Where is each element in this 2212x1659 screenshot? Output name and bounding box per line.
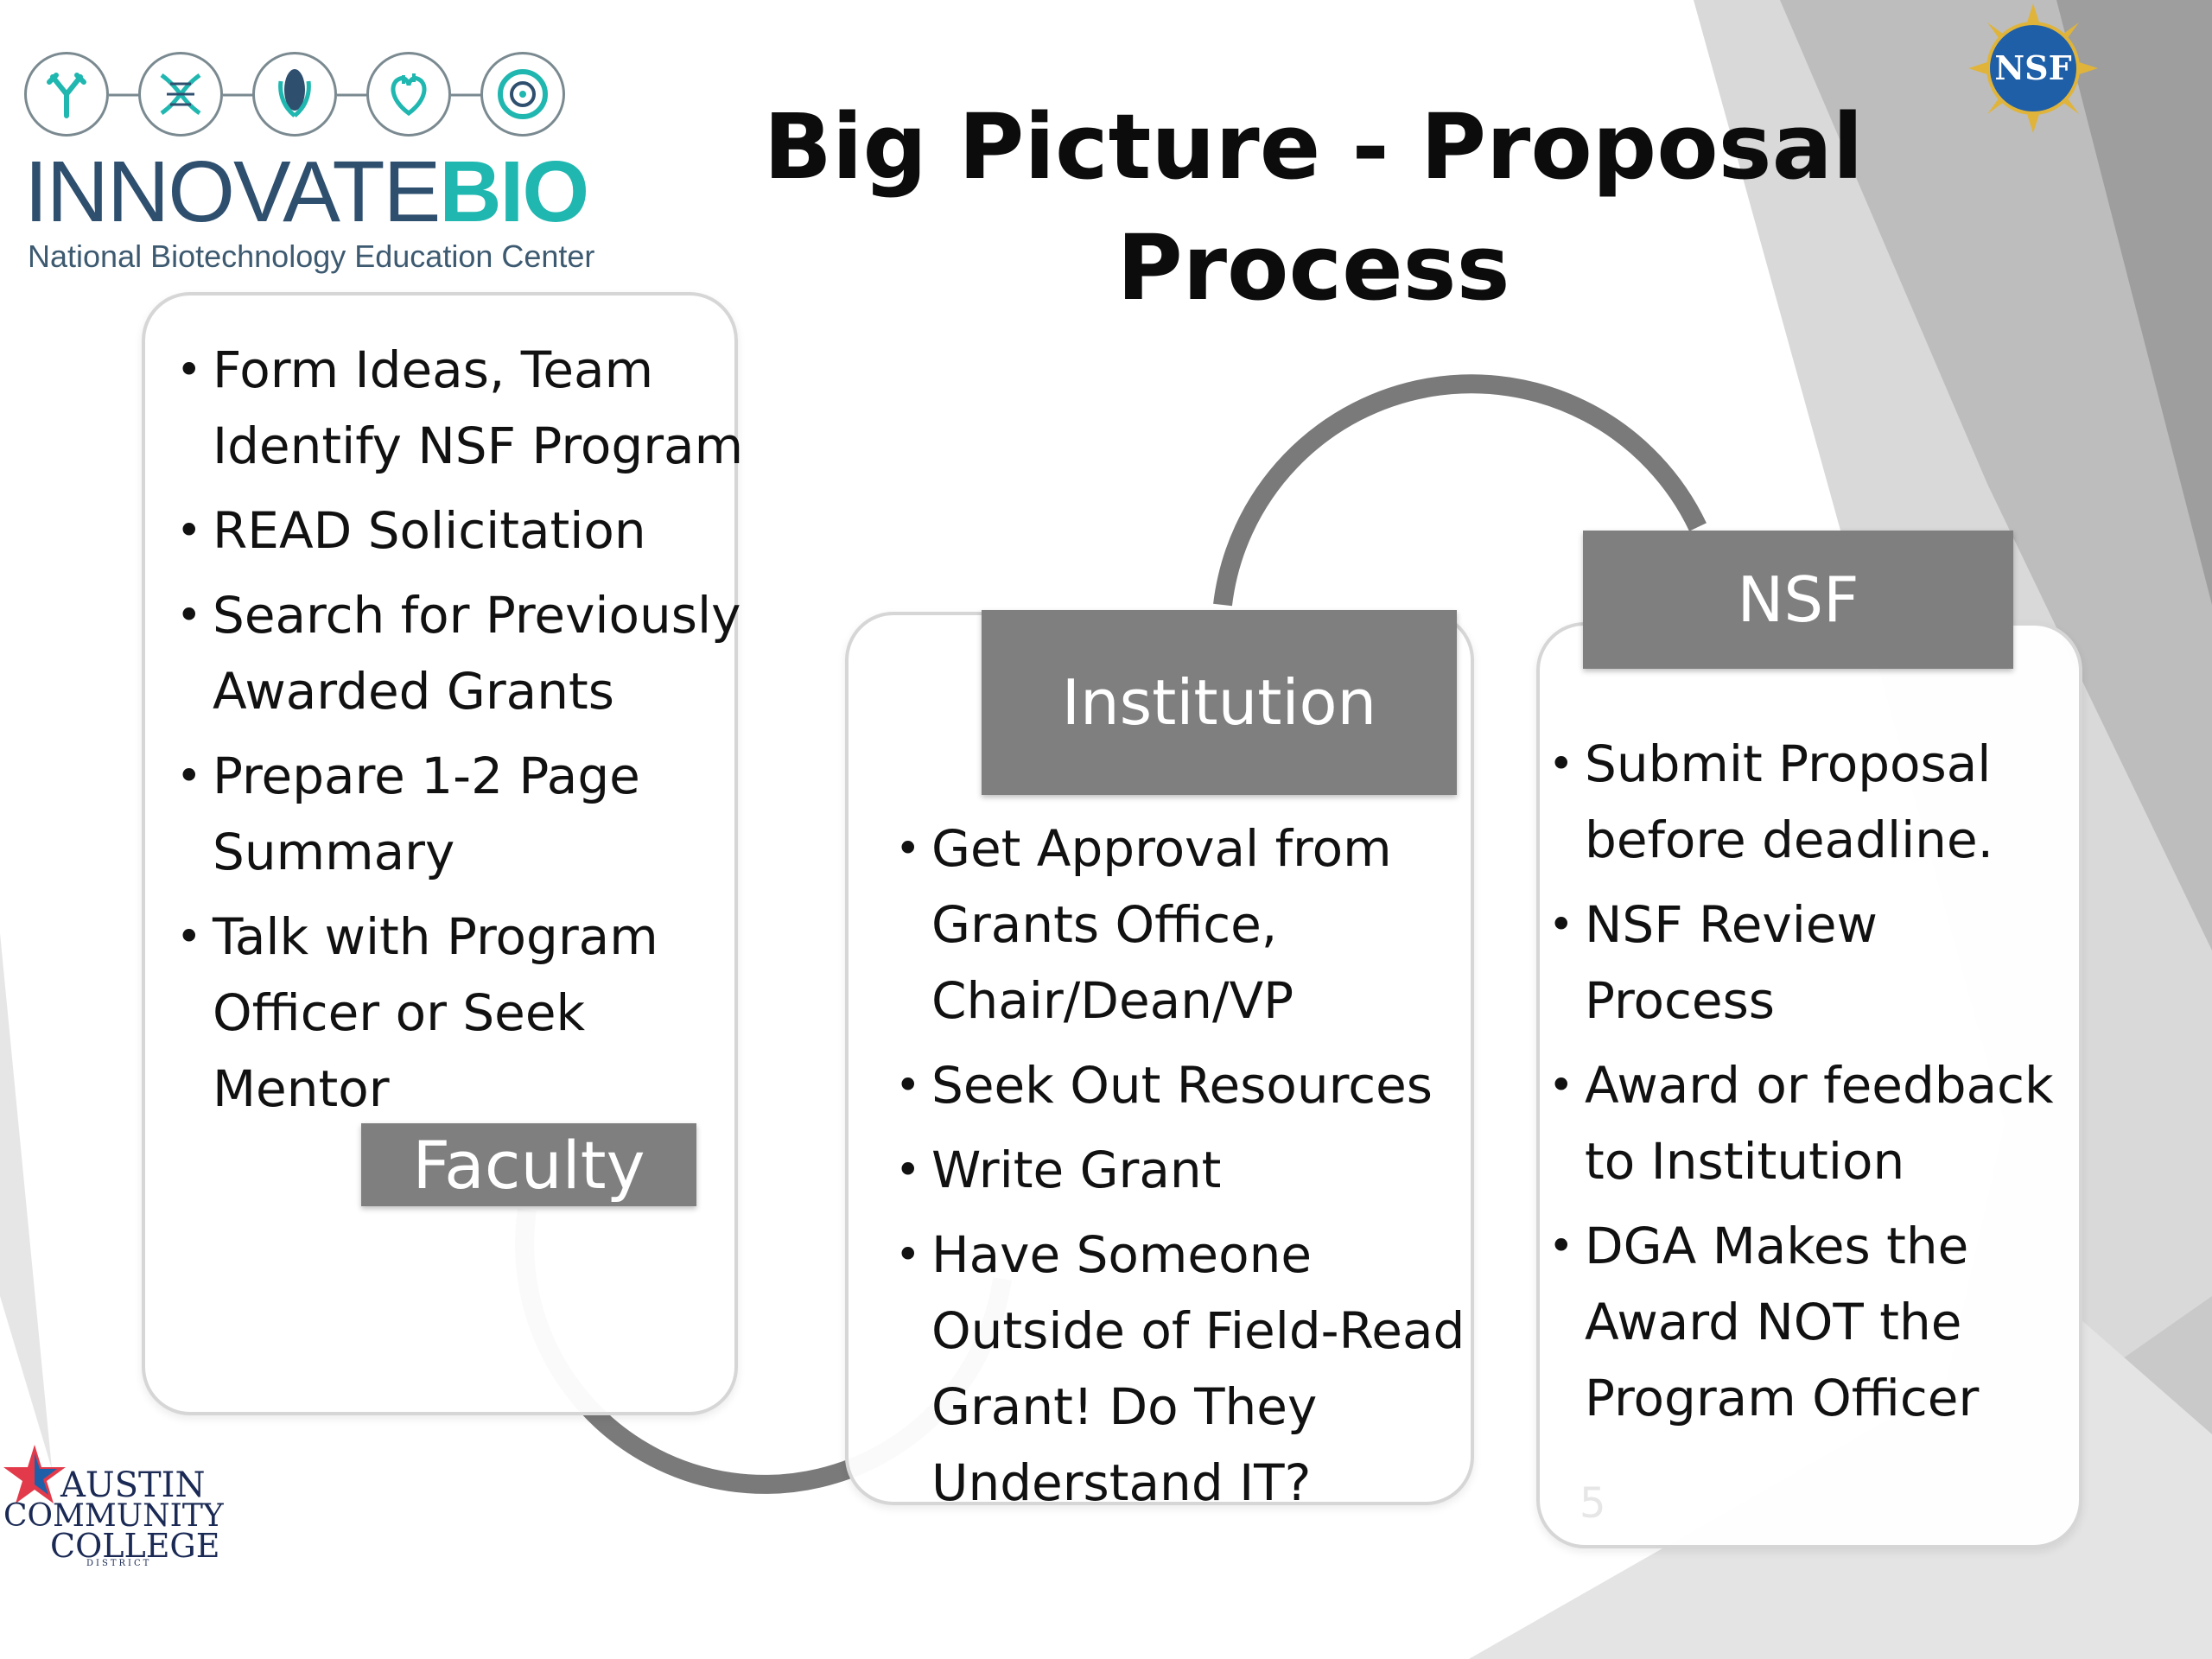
nsf-list: Submit Proposal before deadline. NSF Rev…	[1548, 726, 2067, 1445]
list-item: Seek Out Resources	[895, 1047, 1483, 1123]
list-item: Award or feedback to Institution	[1548, 1047, 2067, 1199]
slide-number: 5	[1580, 1479, 1606, 1528]
college-name-line3: COLLEGE	[50, 1527, 220, 1565]
list-item: Write Grant	[895, 1132, 1483, 1208]
innovatebio-subtitle: National Biotechnology Education Center	[28, 238, 595, 274]
list-item: Prepare 1-2 Page Summary	[176, 738, 747, 890]
austin-community-college-logo: AUSTIN COMMUNITY COLLEGE DISTRICT	[0, 1443, 224, 1573]
nsf-logo-icon: NSF	[1968, 3, 2098, 133]
list-item: Form Ideas, Team Identify NSF Program	[176, 332, 747, 484]
antibody-icon	[24, 52, 109, 137]
institution-list: Get Approval from Grants Office, Chair/D…	[895, 810, 1483, 1529]
dna-icon	[138, 52, 223, 137]
list-item: Talk with Program Officer or Seek Mentor	[176, 899, 747, 1127]
innovatebio-logo-icons	[24, 48, 577, 143]
list-item: Submit Proposal before deadline.	[1548, 726, 2067, 878]
nsf-logo-text: NSF	[1994, 48, 2071, 87]
list-item: READ Solicitation	[176, 493, 747, 569]
nsf-label: NSF	[1583, 531, 2013, 669]
college-name-line2: COMMUNITY	[3, 1498, 224, 1534]
faculty-label: Faculty	[361, 1123, 696, 1206]
heart-icon	[366, 52, 451, 137]
list-item: DGA Makes the Award NOT the Program Offi…	[1548, 1208, 2067, 1436]
faculty-list: Form Ideas, Team Identify NSF Program RE…	[176, 332, 747, 1135]
institution-label: Institution	[982, 610, 1457, 795]
cell-icon	[480, 52, 565, 137]
college-name-line1: AUSTIN	[60, 1465, 206, 1505]
innovatebio-wordmark: INNOVATEBIO	[24, 143, 589, 240]
list-item: Search for Previously Awarded Grants	[176, 577, 747, 729]
list-item: Have Someone Outside of Field-Read Grant…	[895, 1217, 1483, 1521]
corn-icon	[252, 52, 337, 137]
list-item: NSF Review Process	[1548, 887, 2067, 1039]
star-icon	[3, 1445, 66, 1503]
slide-title: Big Picture - Proposal Process	[763, 94, 1864, 321]
list-item: Get Approval from Grants Office, Chair/D…	[895, 810, 1483, 1039]
college-name-line4: DISTRICT	[86, 1559, 152, 1568]
